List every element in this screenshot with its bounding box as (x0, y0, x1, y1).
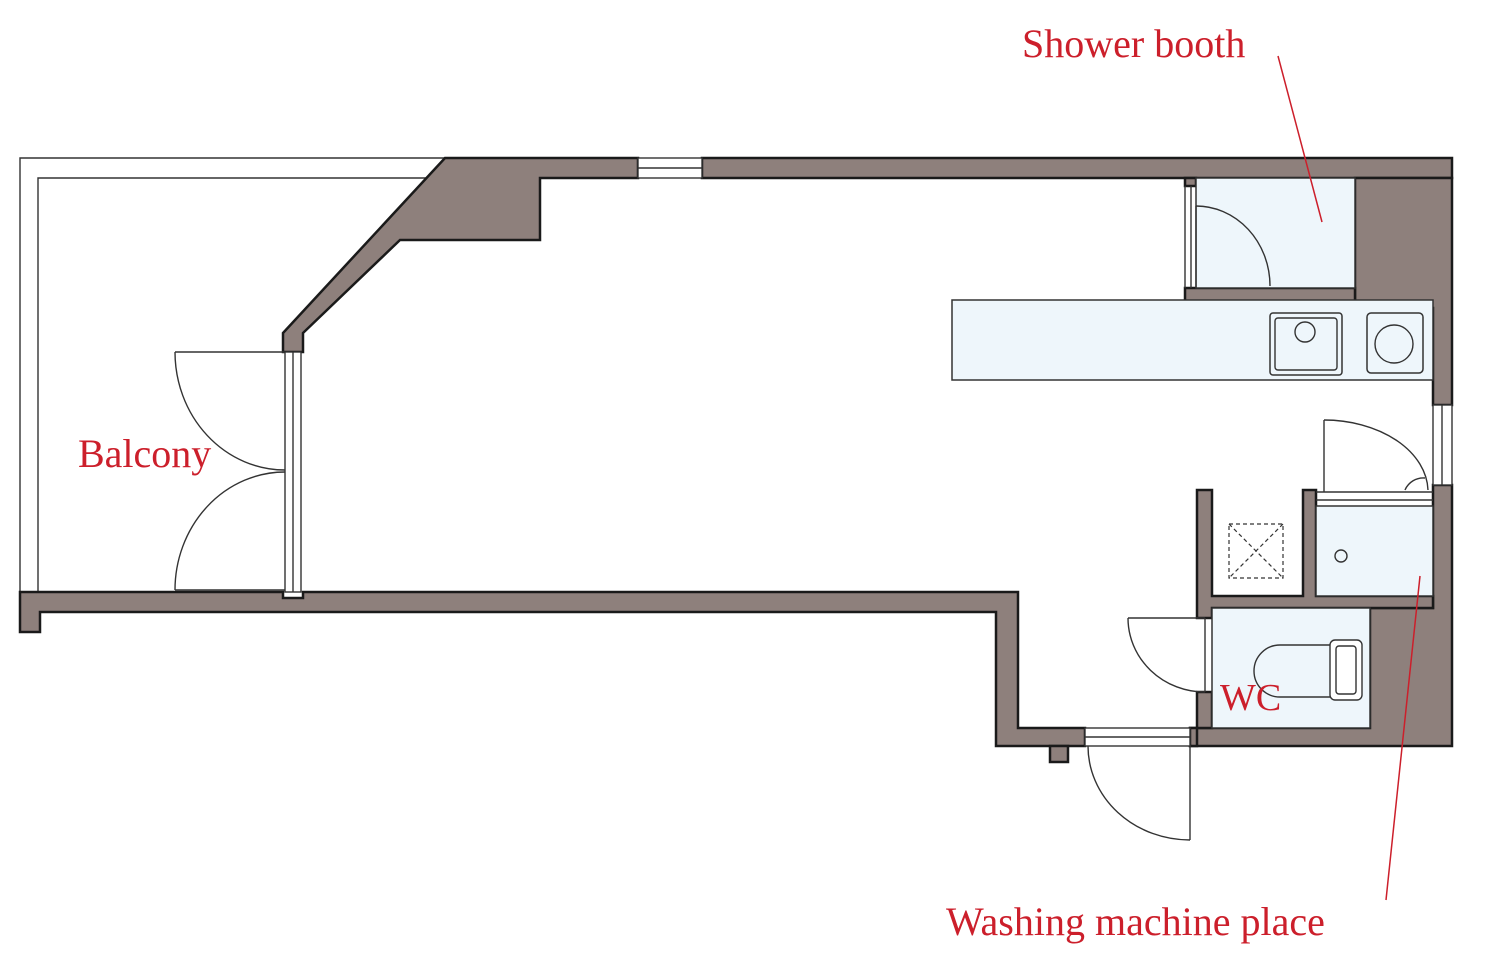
label-balcony: Balcony (78, 431, 211, 476)
window-right (1432, 404, 1453, 486)
wall-top-left (281, 156, 640, 354)
label-wc: WC (1220, 677, 1281, 719)
bath-door (1316, 419, 1433, 501)
toilet-icon (1253, 639, 1363, 701)
leader-washing-machine (1385, 575, 1421, 901)
leader-shower-booth (1277, 55, 1323, 223)
floor-drain (1228, 523, 1284, 579)
entrance-door (1084, 727, 1191, 841)
wall-bottom (18, 590, 1087, 748)
balcony-door (174, 351, 302, 593)
label-washing-machine-place: Washing machine place (946, 899, 1325, 944)
kitchen-counter (951, 299, 1434, 381)
wall-entrance-stub (1048, 744, 1070, 764)
balcony-area (19, 157, 445, 598)
wall-top-right (700, 156, 1454, 180)
window-top (637, 157, 703, 179)
wall-entrance-jamb (1188, 726, 1199, 748)
wall-wc-left (1195, 690, 1214, 730)
washing-machine-place (1315, 505, 1434, 597)
shower-booth (1184, 177, 1356, 289)
wall-shower-jamb (1183, 176, 1198, 188)
label-shower-booth: Shower booth (1022, 21, 1245, 66)
